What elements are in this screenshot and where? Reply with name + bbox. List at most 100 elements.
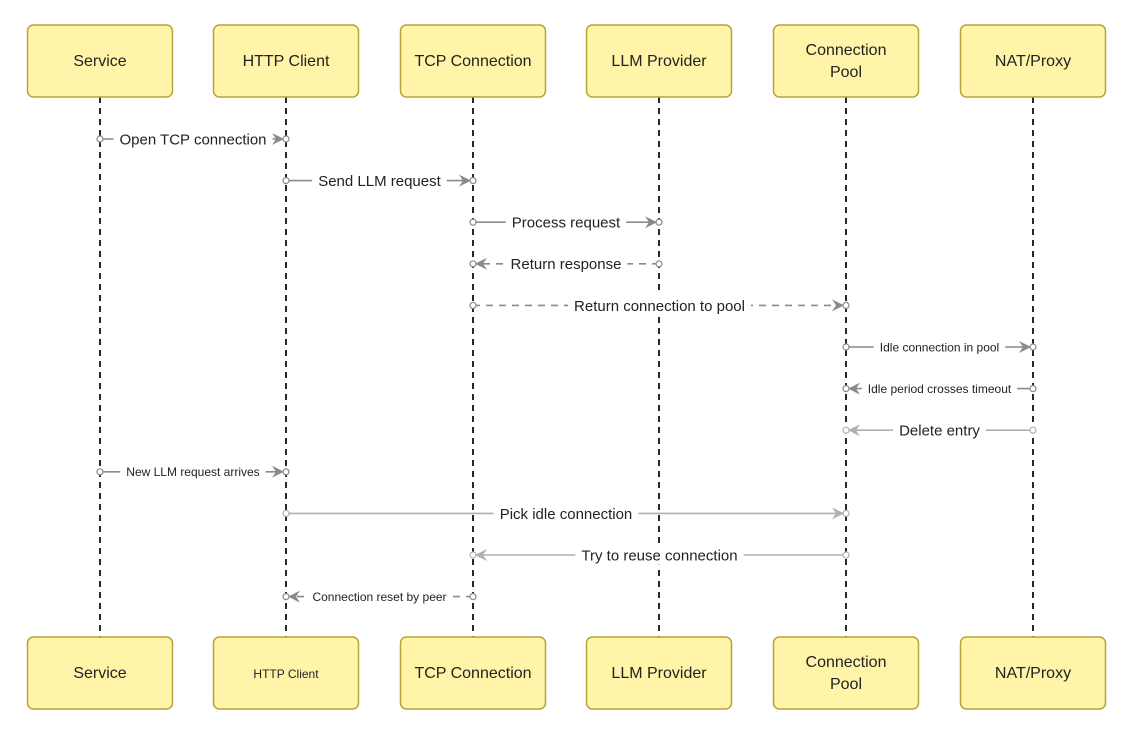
message-label: Idle period crosses timeout: [868, 382, 1012, 396]
arrowhead: [459, 174, 471, 187]
message-1: Open TCP connection: [96, 127, 290, 149]
message-7: Idle period crosses timeout: [842, 379, 1037, 397]
message-9: New LLM request arrives: [96, 462, 290, 480]
participant-box: [26, 24, 174, 98]
message-label: Process request: [512, 215, 621, 232]
message-12: Connection reset by peer: [282, 587, 477, 605]
participant-boxes-bottom: Service HTTP Client TCP Connection LLM Prov…: [26, 636, 1107, 710]
participant-label: NAT/Proxy: [995, 53, 1071, 70]
message-end-dot: [842, 301, 850, 309]
arrowhead: [832, 299, 844, 312]
participant-top-service: Service: [26, 24, 174, 98]
participant-label: LLM Provider: [611, 665, 707, 682]
participant-label: HTTP Client: [253, 667, 319, 681]
message-label-bg: [493, 502, 639, 524]
arrowhead: [848, 424, 860, 437]
message-label-bg: [575, 543, 744, 565]
message-label: Pick idle connection: [500, 506, 633, 523]
lifelines: [99, 97, 1034, 637]
message-label: Return connection to pool: [574, 298, 745, 315]
message-label: Send LLM request: [318, 173, 441, 190]
participant-box: [399, 636, 547, 710]
participant-box: [212, 636, 360, 710]
participant-bottom-http-client: HTTP Client: [212, 636, 360, 710]
message-2: Send LLM request: [282, 169, 477, 191]
message-start-dot: [655, 260, 663, 268]
message-start-dot: [469, 218, 477, 226]
message-start-dot: [842, 551, 850, 559]
message-label-bg: [504, 252, 628, 274]
participant-top-nat-proxy: NAT/Proxy: [959, 24, 1107, 98]
arrowhead: [475, 549, 487, 561]
participant-label: TCP Connection: [414, 665, 531, 682]
message-10: Pick idle connection: [282, 502, 850, 524]
arrowhead: [475, 257, 487, 270]
message-11: Try to reuse connection: [469, 543, 850, 565]
participant-bottom-llm-provider: LLM Provider: [585, 636, 733, 710]
participant-bottom-service: Service: [26, 636, 174, 710]
message-label-bg: [861, 379, 1018, 397]
arrowhead: [272, 133, 284, 145]
message-8: Delete entry: [842, 418, 1037, 440]
message-start-dot: [96, 135, 104, 143]
message-end-dot: [1029, 343, 1037, 351]
participant-label: Service: [73, 665, 126, 682]
arrowhead: [272, 465, 284, 478]
participant-top-llm-provider: LLM Provider: [585, 24, 733, 98]
participant-top-tcp-connection: TCP Connection: [399, 24, 547, 98]
message-start-dot: [96, 468, 104, 476]
message-label-bg: [306, 587, 453, 605]
message-end-dot: [842, 426, 850, 434]
arrowhead: [848, 382, 860, 395]
participant-label: HTTP Client: [243, 53, 330, 70]
message-end-dot: [282, 592, 290, 601]
message-end-dot: [469, 551, 477, 559]
message-label: Try to reuse connection: [581, 547, 737, 564]
participant-box: [585, 24, 733, 98]
participant-box: [26, 636, 174, 710]
message-label-bg: [873, 338, 1006, 355]
message-label-bg: [120, 462, 266, 480]
message-label: Open TCP connection: [119, 131, 266, 148]
message-5: Return connection to pool: [469, 294, 850, 316]
participant-box: [399, 24, 547, 98]
message-label: New LLM request arrives: [126, 465, 259, 479]
participant-box: [212, 24, 360, 98]
arrowhead: [288, 590, 300, 603]
message-start-dot: [282, 177, 290, 185]
message-end-dot: [842, 385, 850, 393]
message-end-dot: [842, 509, 850, 518]
message-start-dot: [1029, 426, 1037, 434]
message-label: Delete entry: [899, 423, 980, 440]
message-start-dot: [469, 301, 477, 309]
participant-box: [585, 636, 733, 710]
message-label: Connection reset by peer: [312, 590, 446, 604]
message-end-dot: [655, 218, 663, 226]
message-label-bg: [113, 127, 273, 149]
message-label-bg: [505, 210, 627, 232]
arrowhead: [645, 216, 657, 229]
message-start-dot: [282, 509, 290, 518]
participant-box: [772, 24, 920, 98]
message-label: Idle connection in pool: [880, 340, 999, 354]
message-start-dot: [1029, 385, 1037, 393]
message-start-dot: [469, 592, 477, 601]
participant-bottom-tcp-connection: TCP Connection: [399, 636, 547, 710]
message-start-dot: [842, 343, 850, 351]
message-end-dot: [282, 135, 290, 143]
message-end-dot: [469, 177, 477, 185]
participant-box: [959, 24, 1107, 98]
participant-label: NAT/Proxy: [995, 665, 1071, 682]
participant-bottom-nat-proxy: NAT/Proxy: [959, 636, 1107, 710]
arrowhead: [1019, 341, 1031, 353]
message-label-bg: [893, 418, 986, 440]
message-3: Process request: [469, 210, 663, 232]
arrowhead: [832, 507, 844, 520]
message-6: Idle connection in pool: [842, 338, 1037, 355]
